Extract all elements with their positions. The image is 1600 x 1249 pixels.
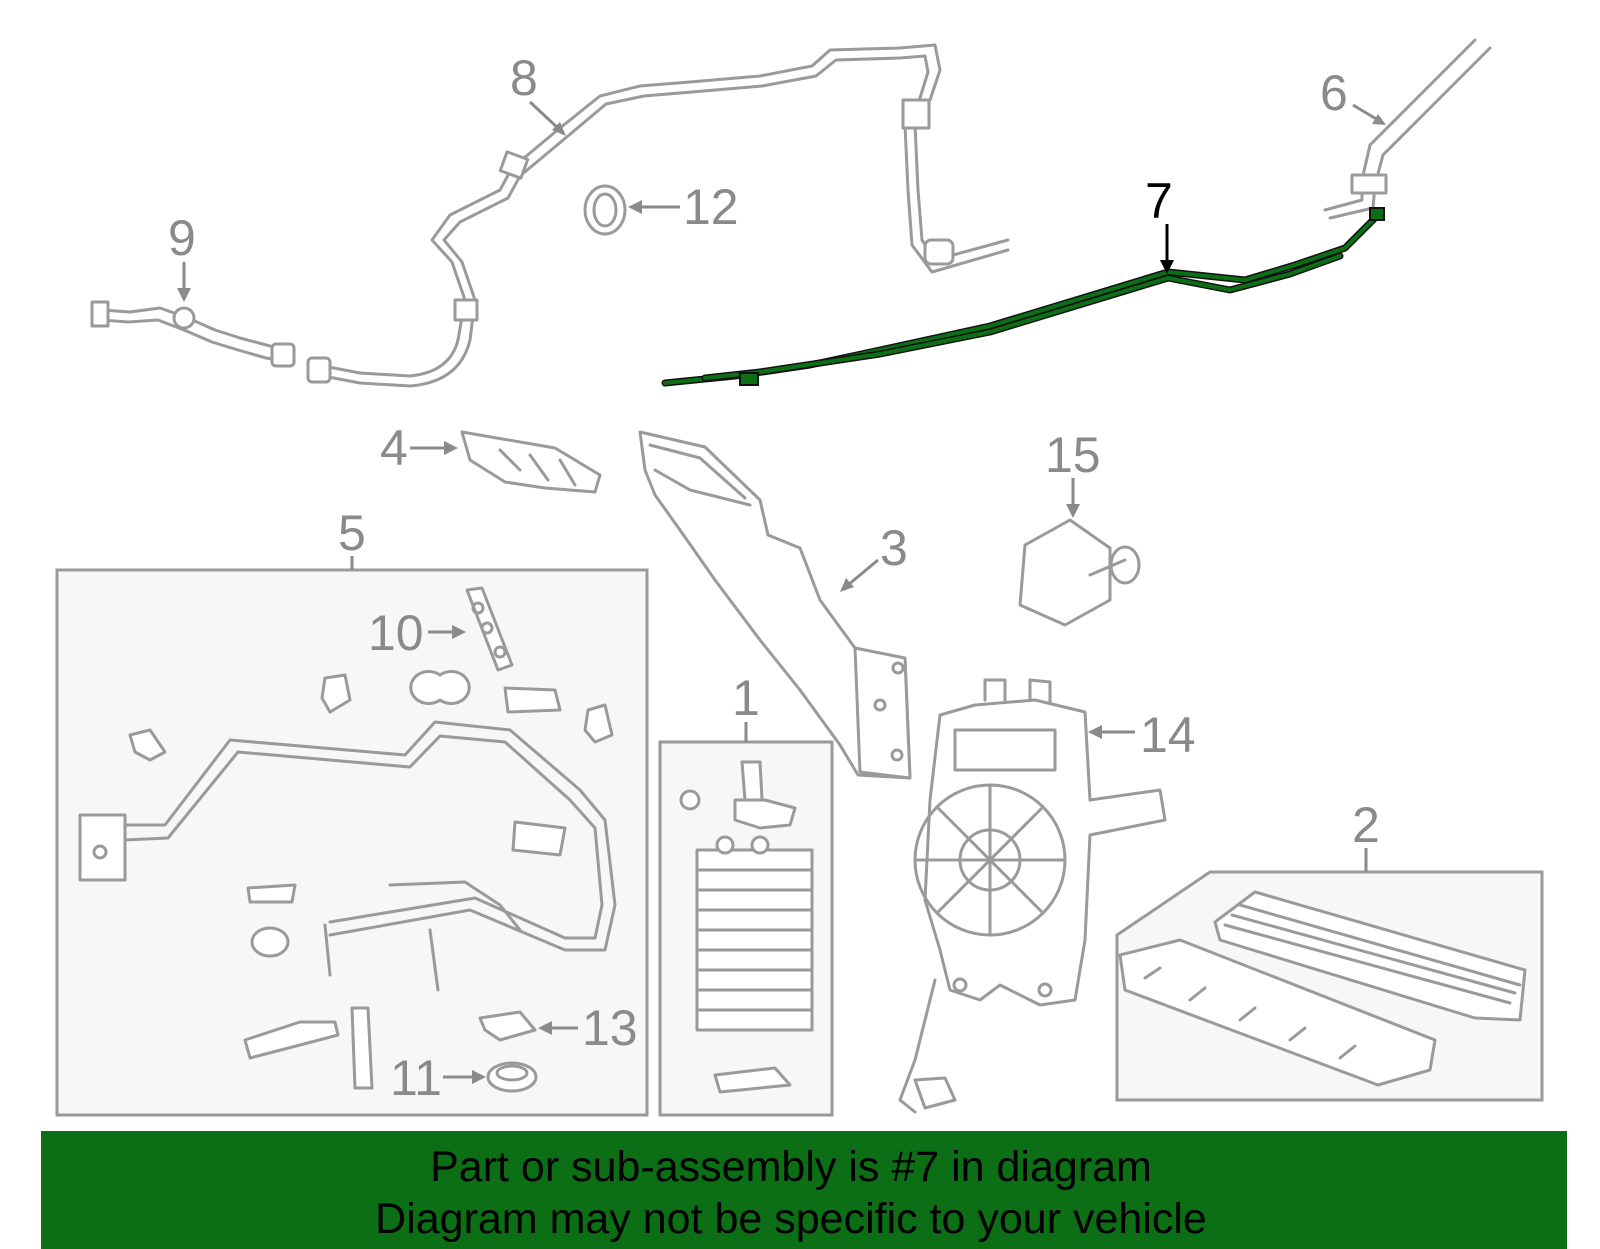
part-4-bracket[interactable] bbox=[460, 430, 602, 494]
part-8-hose[interactable] bbox=[306, 43, 1010, 388]
callout-15: 15 bbox=[1045, 427, 1101, 518]
callout-1: 1 bbox=[732, 670, 760, 742]
callout-4: 4 bbox=[380, 420, 458, 476]
part-5-assembly-box[interactable] bbox=[55, 568, 649, 1117]
part-13-clip[interactable] bbox=[478, 1010, 537, 1042]
banner-line-1: Part or sub-assembly is #7 in diagram bbox=[430, 1143, 1152, 1191]
svg-text:12: 12 bbox=[683, 179, 739, 235]
svg-text:15: 15 bbox=[1045, 427, 1101, 483]
banner-line-2: Diagram may not be specific to your vehi… bbox=[375, 1195, 1207, 1243]
callout-12: 12 bbox=[628, 179, 739, 235]
svg-text:7: 7 bbox=[1145, 173, 1173, 229]
svg-text:14: 14 bbox=[1140, 707, 1196, 763]
svg-text:6: 6 bbox=[1320, 65, 1348, 121]
part-12-grommet[interactable] bbox=[583, 184, 627, 236]
part-7-hose-highlighted[interactable] bbox=[661, 207, 1385, 387]
callout-10: 10 bbox=[368, 605, 466, 661]
part-9-hose[interactable] bbox=[90, 300, 296, 368]
svg-text:3: 3 bbox=[880, 520, 908, 576]
callout-5: 5 bbox=[338, 505, 366, 570]
callout-8: 8 bbox=[510, 50, 566, 136]
svg-text:13: 13 bbox=[582, 1000, 638, 1056]
part-10-gasket[interactable] bbox=[465, 586, 514, 672]
callout-7: 7 bbox=[1145, 173, 1174, 274]
svg-text:2: 2 bbox=[1352, 797, 1380, 853]
svg-text:5: 5 bbox=[338, 505, 366, 561]
svg-text:11: 11 bbox=[390, 1050, 442, 1106]
callout-6: 6 bbox=[1320, 65, 1386, 125]
callout-9: 9 bbox=[168, 210, 196, 302]
part-3-duct[interactable] bbox=[638, 430, 912, 780]
part-1-cooler-box[interactable] bbox=[658, 740, 834, 1117]
callout-14: 14 bbox=[1088, 707, 1196, 763]
svg-text:8: 8 bbox=[510, 50, 538, 106]
part-11-seal[interactable] bbox=[486, 1061, 538, 1093]
info-banner: Part or sub-assembly is #7 in diagram Di… bbox=[41, 1131, 1567, 1249]
svg-text:4: 4 bbox=[380, 420, 408, 476]
callout-13: 13 bbox=[538, 1000, 638, 1056]
part-6-hose[interactable] bbox=[1323, 38, 1492, 220]
callout-11: 11 bbox=[390, 1050, 486, 1106]
part-2-cooler-box[interactable] bbox=[1115, 870, 1544, 1102]
svg-text:10: 10 bbox=[368, 605, 424, 661]
callout-2: 2 bbox=[1352, 797, 1380, 872]
svg-text:1: 1 bbox=[732, 670, 760, 726]
svg-text:9: 9 bbox=[168, 210, 196, 266]
part-15-sensor[interactable] bbox=[1018, 518, 1141, 627]
callout-3: 3 bbox=[840, 520, 908, 592]
part-14-fan-module[interactable] bbox=[898, 678, 1167, 1114]
